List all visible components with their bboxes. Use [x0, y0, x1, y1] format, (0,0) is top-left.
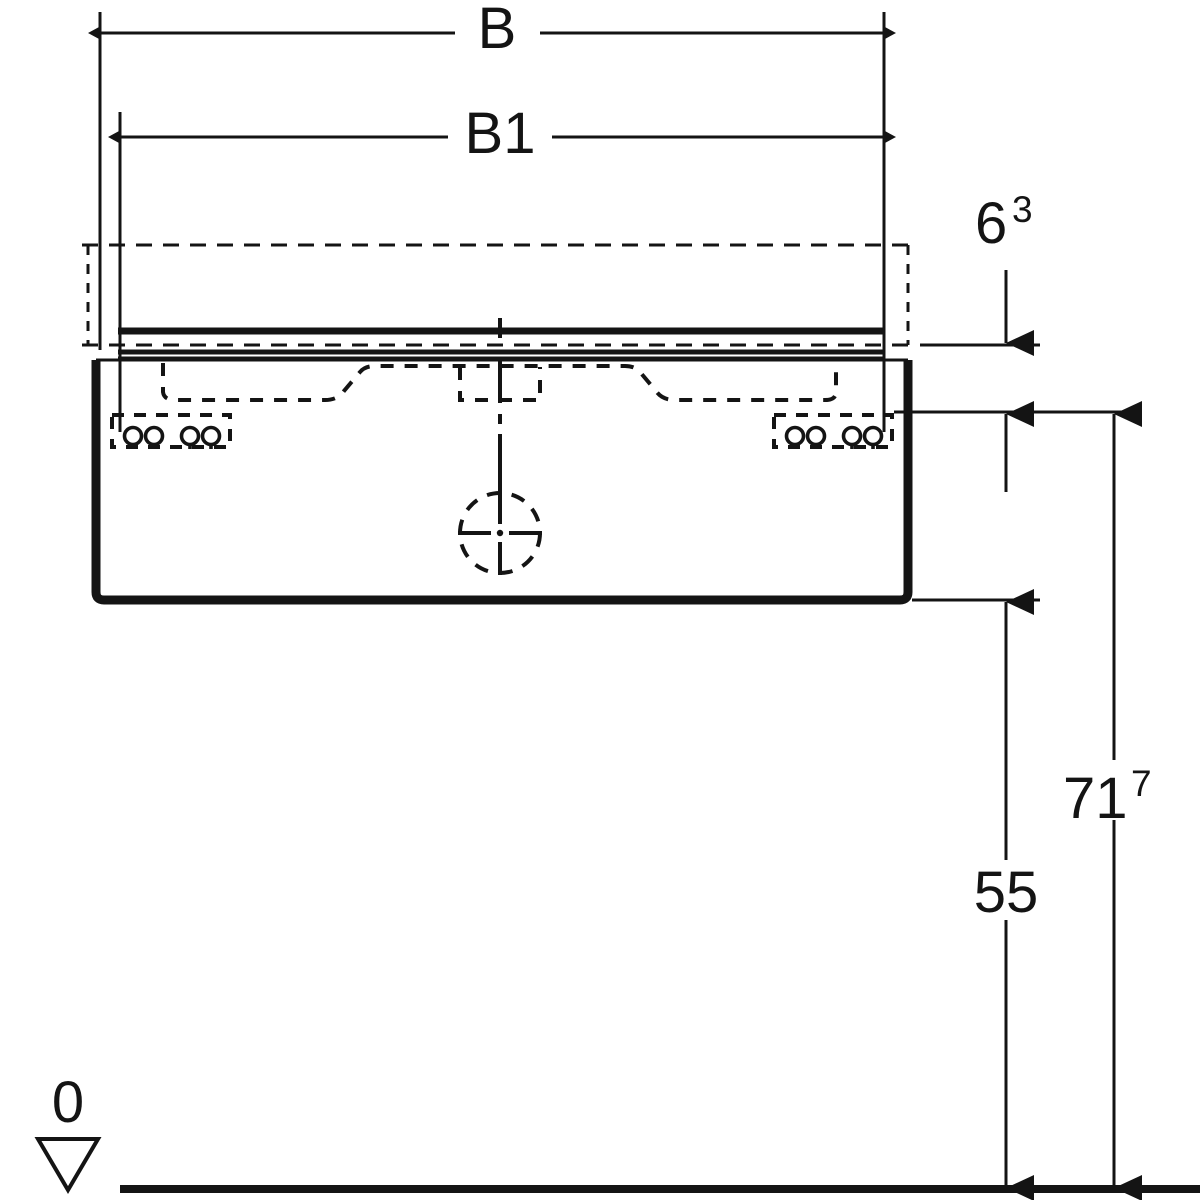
wall-bracket-left [110, 413, 232, 449]
dim-B-label: B [478, 0, 517, 61]
drain-center-mark [458, 491, 542, 575]
bracket-right-holes [784, 425, 884, 449]
drain-center-dot [496, 529, 504, 537]
dim-71-label: 71 [1063, 766, 1128, 831]
dimension-55: 55 [974, 401, 1039, 1200]
dimension-gap-top: 6 3 [920, 189, 1040, 356]
bracket-left-hole-4 [200, 425, 222, 447]
dim-B1-label: B1 [465, 101, 536, 166]
dim-gap-exponent: 3 [1012, 189, 1033, 230]
floor-datum: 0 [34, 1070, 102, 1194]
dim-gap-label: 6 [975, 191, 1007, 256]
datum-zero-label: 0 [52, 1070, 84, 1135]
bracket-left-hole-1 [122, 425, 144, 447]
upper-panel-outline [82, 243, 912, 347]
witness-lines-top [98, 12, 886, 432]
datum-triangle [34, 1137, 102, 1194]
bracket-right-hole-3 [841, 425, 863, 447]
dimension-B1: B1 [108, 101, 896, 166]
bracket-right-hole-1 [784, 425, 806, 447]
bracket-right-hole-4 [862, 425, 884, 447]
bracket-left-hole-3 [179, 425, 201, 447]
dim-71-exponent: 7 [1131, 763, 1152, 804]
bracket-right-hole-2 [805, 425, 827, 447]
dim-55-label: 55 [974, 860, 1039, 925]
basin-profile-path [161, 363, 838, 402]
bracket-right-box [772, 413, 894, 449]
bracket-left-hole-2 [143, 425, 165, 447]
dimension-B: B [88, 0, 896, 61]
bracket-left-box [110, 413, 232, 449]
bracket-left-holes [122, 425, 222, 449]
reference-leaders-right [894, 410, 1135, 602]
wall-bracket-right [772, 413, 894, 449]
dimension-71: 71 7 [1063, 401, 1152, 1200]
cabinet-outline [91, 360, 913, 605]
